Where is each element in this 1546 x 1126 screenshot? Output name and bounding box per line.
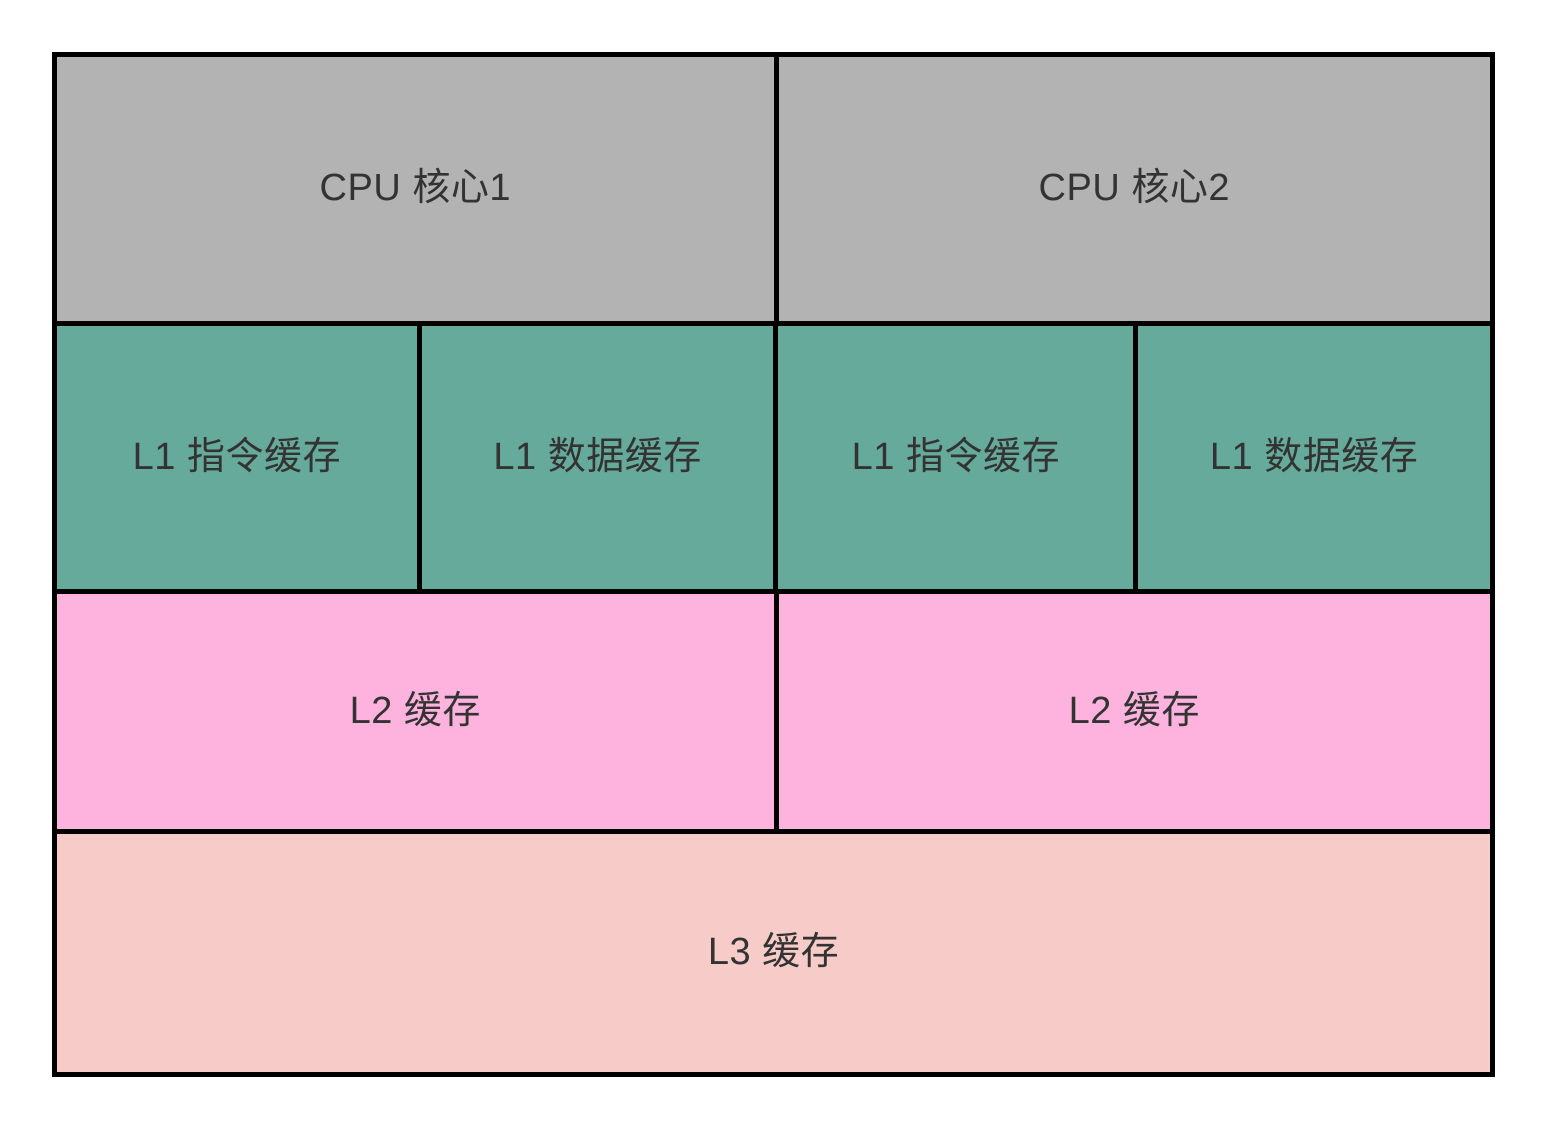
cpu-core-2-label: CPU 核心2 — [1038, 167, 1230, 210]
l3-cache-label: L3 缓存 — [707, 931, 840, 974]
l1-instruction-cache-core2-label: L1 指令缓存 — [851, 435, 1060, 478]
l1-data-cache-core1-label: L1 数据缓存 — [493, 435, 702, 478]
l1-instruction-cache-core1-label: L1 指令缓存 — [132, 435, 341, 478]
l1-data-cache-core1-block[interactable]: L1 数据缓存 — [416, 325, 774, 590]
l1-data-cache-core2-label: L1 数据缓存 — [1209, 435, 1419, 478]
l1-cache-row: L1 指令缓存 L1 数据缓存 L1 指令缓存 L1 数据缓存 — [57, 320, 1490, 590]
l1-instruction-cache-core2-block[interactable]: L1 指令缓存 — [773, 325, 1134, 590]
l3-cache-block[interactable]: L3 缓存 — [57, 834, 1490, 1073]
cpu-cache-hierarchy-diagram: CPU 核心1 CPU 核心2 L1 指令缓存 L1 数据缓存 L1 指令缓存 … — [52, 52, 1495, 1077]
l2-cache-core1-block[interactable]: L2 缓存 — [57, 594, 774, 830]
l2-cache-core2-block[interactable]: L2 缓存 — [773, 594, 1490, 830]
l2-cache-row: L2 缓存 L2 缓存 — [57, 589, 1490, 830]
l2-cache-core1-label: L2 缓存 — [349, 689, 481, 732]
cpu-core-1-block[interactable]: CPU 核心1 — [57, 57, 774, 321]
cpu-core-1-label: CPU 核心1 — [319, 167, 511, 210]
l2-cache-core2-label: L2 缓存 — [1068, 689, 1200, 732]
cpu-core-row: CPU 核心1 CPU 核心2 — [57, 57, 1490, 321]
l1-data-cache-core2-block[interactable]: L1 数据缓存 — [1133, 325, 1490, 590]
l3-cache-row: L3 缓存 — [57, 829, 1490, 1073]
l1-instruction-cache-core1-block[interactable]: L1 指令缓存 — [57, 325, 417, 590]
cpu-core-2-block[interactable]: CPU 核心2 — [773, 57, 1490, 321]
